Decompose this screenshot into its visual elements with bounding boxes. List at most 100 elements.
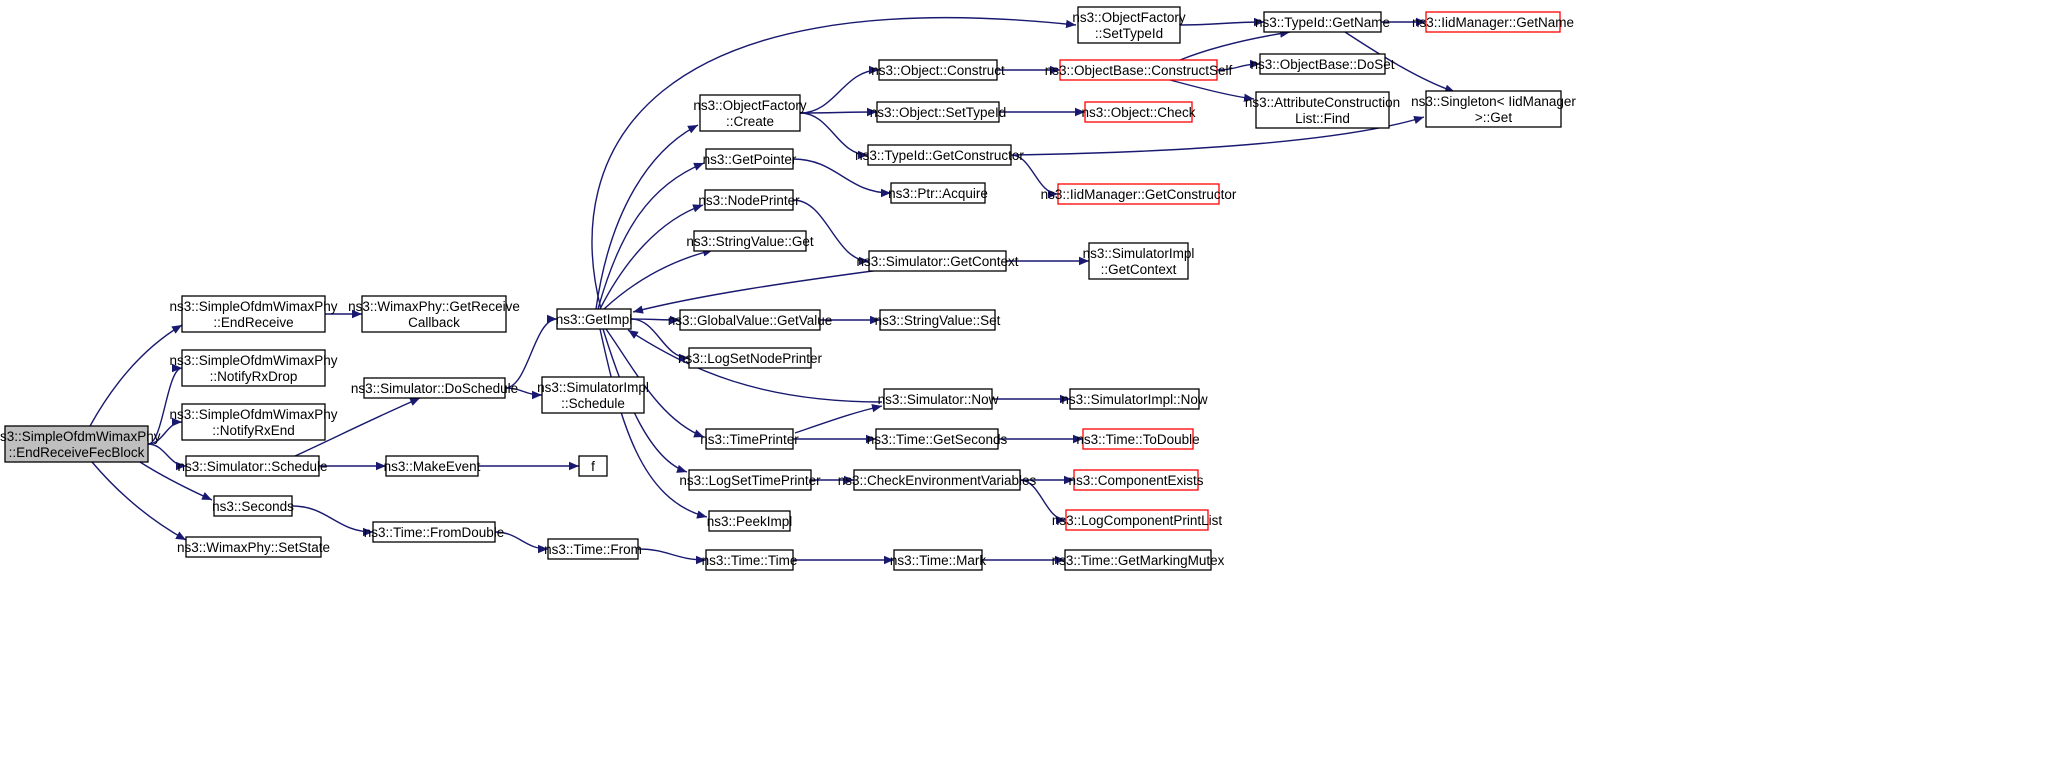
node-wimaxphy-setstate[interactable]: ns3::WimaxPhy::SetState [177, 536, 330, 558]
node-simulator-schedule[interactable]: ns3::Simulator::Schedule [177, 455, 328, 477]
node-label-line: ns3::GetPointer [703, 152, 797, 167]
call-edge-seconds-to-time-fromdouble [291, 505, 374, 537]
call-edge-getimpl-to-peekimpl [599, 328, 708, 519]
node-simulator-getcontext[interactable]: ns3::Simulator::GetContext [856, 250, 1019, 272]
node-box [185, 455, 320, 477]
call-edge-simulator-doschedule-to-getimpl [504, 314, 558, 389]
node-notify-rx-end[interactable]: ns3::SimpleOfdmWimaxPhy::NotifyRxEnd [169, 403, 338, 441]
node-label-line: ns3::AttributeConstruction [1245, 95, 1400, 110]
node-getpointer[interactable]: ns3::GetPointer [703, 148, 797, 170]
node-f[interactable]: f [578, 455, 608, 477]
node-label-line: ns3::WimaxPhy::GetReceive [348, 299, 520, 314]
node-box [679, 309, 821, 331]
node-objectfactory-settypeid[interactable]: ns3::ObjectFactory::SetTypeId [1072, 6, 1186, 44]
node-label-line: ns3::SimpleOfdmWimaxPhy [169, 353, 337, 368]
call-edge-simulator-schedule-to-simulator-doschedule [294, 397, 421, 457]
node-label-line: ns3::Object::Check [1081, 105, 1195, 120]
node-peekimpl[interactable]: ns3::PeekImpl [707, 510, 793, 532]
node-logsettimeprinter[interactable]: ns3::LogSetTimePrinter [679, 469, 821, 491]
node-label-line: Callback [408, 315, 460, 330]
call-edge-end-receive-fec-block-to-end-receive [89, 324, 183, 427]
node-box [705, 549, 794, 571]
node-box [4, 425, 149, 463]
node-label-line: ns3::CheckEnvironmentVariables [838, 473, 1037, 488]
node-objectbase-doset[interactable]: ns3::ObjectBase::DoSet [1250, 53, 1395, 75]
node-singleton-get[interactable]: ns3::Singleton< IidManager>::Get [1411, 90, 1576, 128]
node-objectbase-constructself[interactable]: ns3::ObjectBase::ConstructSelf [1045, 59, 1233, 81]
node-box [876, 101, 1000, 123]
call-edge-typeid-getname-to-singleton-get [1344, 31, 1456, 93]
node-label-line: ns3::LogSetTimePrinter [679, 473, 821, 488]
node-time-getmarkingmutex[interactable]: ns3::Time::GetMarkingMutex [1052, 549, 1225, 571]
node-box [688, 469, 812, 491]
node-makeevent[interactable]: ns3::MakeEvent [384, 455, 481, 477]
node-label-line: ns3::Ptr::Acquire [888, 186, 988, 201]
node-object-check[interactable]: ns3::Object::Check [1081, 101, 1196, 123]
node-label-line: ns3::ObjectFactory [693, 98, 807, 113]
node-time-from[interactable]: ns3::Time::From [544, 538, 642, 560]
node-label-line: ns3::IidManager::GetName [1412, 15, 1574, 30]
node-stringvalue-get[interactable]: ns3::StringValue::Get [686, 230, 814, 252]
node-box [1088, 242, 1189, 280]
node-notify-rx-drop[interactable]: ns3::SimpleOfdmWimaxPhy::NotifyRxDrop [169, 349, 338, 387]
node-time-mark[interactable]: ns3::Time::Mark [890, 549, 987, 571]
node-timeprinter[interactable]: ns3::TimePrinter [700, 428, 799, 450]
node-box [1069, 388, 1200, 410]
node-ptr-acquire[interactable]: ns3::Ptr::Acquire [888, 182, 988, 204]
call-edge-objectbase-constructself-to-objectbase-doset [1216, 59, 1261, 71]
node-simulator-now[interactable]: ns3::Simulator::Now [878, 388, 999, 410]
node-box [883, 388, 993, 410]
call-edge-end-receive-fec-block-to-seconds [139, 461, 213, 501]
call-edge-objectbase-constructself-to-typeid-getname [1179, 29, 1291, 61]
node-checkenvironmentvariables[interactable]: ns3::CheckEnvironmentVariables [838, 469, 1037, 491]
node-label-line: ns3::PeekImpl [707, 514, 793, 529]
node-logcomponentprintlist[interactable]: ns3::LogComponentPrintList [1052, 509, 1223, 531]
call-edge-getimpl-to-timeprinter [605, 328, 705, 438]
node-objectfactory-create[interactable]: ns3::ObjectFactory::Create [693, 94, 807, 132]
node-label-line: ns3::TypeId::GetName [1255, 15, 1390, 30]
node-end-receive[interactable]: ns3::SimpleOfdmWimaxPhy::EndReceive [169, 295, 338, 333]
node-label-line: ns3::IidManager::GetConstructor [1041, 187, 1237, 202]
node-globalvalue-getvalue[interactable]: ns3::GlobalValue::GetValue [668, 309, 833, 331]
node-getimpl[interactable]: ns3::GetImpl [556, 308, 633, 330]
node-time-time[interactable]: ns3::Time::Time [702, 549, 798, 571]
node-iidmanager-getconstructor[interactable]: ns3::IidManager::GetConstructor [1041, 183, 1237, 205]
node-object-construct[interactable]: ns3::Object::Construct [871, 59, 1005, 81]
node-typeid-getconstructor[interactable]: ns3::TypeId::GetConstructor [855, 144, 1024, 166]
node-label-line: ns3::TimePrinter [700, 432, 799, 447]
node-nodeprinter[interactable]: ns3::NodePrinter [698, 189, 800, 211]
node-iidmanager-getname[interactable]: ns3::IidManager::GetName [1412, 11, 1574, 33]
node-label-line: ns3::ComponentExists [1068, 473, 1203, 488]
node-box [853, 469, 1021, 491]
node-label-line: ns3::Singleton< IidManager [1411, 94, 1576, 109]
node-simulatorimpl-now[interactable]: ns3::SimulatorImpl::Now [1061, 388, 1208, 410]
node-simulator-doschedule[interactable]: ns3::Simulator::DoSchedule [351, 377, 518, 399]
node-time-todouble[interactable]: ns3::Time::ToDouble [1076, 428, 1200, 450]
node-logsetnodeprinter[interactable]: ns3::LogSetNodePrinter [678, 347, 823, 369]
node-simulatorimpl-schedule[interactable]: ns3::SimulatorImpl::Schedule [537, 376, 649, 414]
node-box [688, 347, 812, 369]
node-label-line: ns3::TypeId::GetConstructor [855, 148, 1024, 163]
call-edge-getimpl-to-objectfactory-settypeid [591, 16, 1077, 310]
node-typeid-getname[interactable]: ns3::TypeId::GetName [1255, 11, 1390, 33]
node-end-receive-fec-block[interactable]: ns3::SimpleOfdmWimaxPhy::EndReceiveFecBl… [0, 425, 161, 463]
node-label-line: ::SetTypeId [1095, 26, 1163, 41]
call-edge-end-receive-fec-block-to-simulator-schedule [147, 443, 187, 471]
node-componentexists[interactable]: ns3::ComponentExists [1068, 469, 1204, 491]
node-time-fromdouble[interactable]: ns3::Time::FromDouble [364, 521, 505, 543]
node-seconds[interactable]: ns3::Seconds [212, 495, 294, 517]
node-label-line: ns3::ObjectBase::DoSet [1250, 57, 1394, 72]
node-stringvalue-set[interactable]: ns3::StringValue::Set [875, 309, 1001, 331]
call-edge-time-fromdouble-to-time-from [494, 531, 549, 554]
node-box [1082, 428, 1194, 450]
edge-layer [89, 16, 1456, 565]
node-box [181, 295, 326, 333]
node-label-line: ns3::Seconds [212, 499, 294, 514]
node-simulatorimpl-getcontext[interactable]: ns3::SimulatorImpl::GetContext [1083, 242, 1195, 280]
node-box [181, 349, 326, 387]
node-time-getseconds[interactable]: ns3::Time::GetSeconds [867, 428, 1008, 450]
node-object-settypeid[interactable]: ns3::Object::SetTypeId [870, 101, 1007, 123]
node-box [1073, 469, 1199, 491]
